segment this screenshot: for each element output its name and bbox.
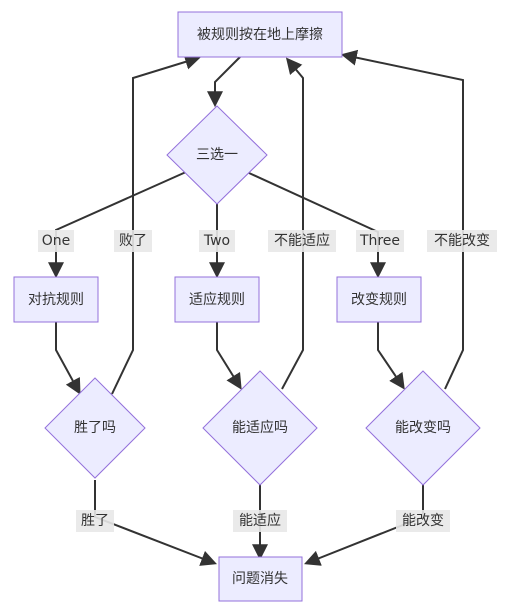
node-adapt: 适应规则 [174,276,260,323]
edge-label-can-change: 能改变 [396,510,450,532]
svg-text:能改变: 能改变 [402,513,444,529]
edge-label-can-adapt: 能适应 [233,510,287,532]
svg-text:胜了: 胜了 [81,513,109,529]
edge-label-lose: 败了 [114,230,152,252]
edge-start-to-choice [207,56,241,108]
node-change-check-label: 能改变吗 [395,420,451,436]
svg-text:Three: Three [359,233,400,249]
edge-change-to-change-check [377,322,405,390]
node-change-label: 改变规则 [351,292,407,308]
edge-choice-to-fight [48,171,187,279]
edge-labels: One 败了 Two 不能适应 Three 不能改变 胜了 能适应 [38,230,497,532]
svg-text:One: One [42,233,71,249]
edge-label-win: 胜了 [76,510,114,532]
node-fight-label: 对抗规则 [28,292,84,308]
svg-text:能适应: 能适应 [239,512,281,529]
edge-label-cannot-adapt: 不能适应 [268,230,336,252]
node-win-check-label: 胜了吗 [74,420,116,436]
svg-text:Two: Two [203,233,230,249]
node-change: 改变规则 [336,276,422,323]
node-choice: 三选一 [166,105,268,205]
node-start-label: 被规则按在地上摩擦 [197,26,323,43]
node-end-label: 问题消失 [232,571,288,587]
edge-label-cannot-change: 不能改变 [427,230,497,252]
edge-label-three: Three [356,230,404,252]
svg-text:不能改变: 不能改变 [434,233,490,249]
node-adapt-check-label: 能适应吗 [232,419,288,436]
edge-label-one: One [38,230,74,252]
edge-label-two: Two [199,230,235,252]
edge-fight-to-win-check [55,322,81,395]
node-win-check: 胜了吗 [44,377,146,479]
edge-adapt-to-adapt-check [216,322,242,390]
svg-text:败了: 败了 [119,233,147,249]
node-end: 问题消失 [218,556,303,602]
node-adapt-check: 能适应吗 [202,370,318,486]
edge-cannot-change-to-start [340,49,464,390]
node-start: 被规则按在地上摩擦 [177,11,343,58]
edge-lose-to-start [111,54,202,395]
node-adapt-label: 适应规则 [189,291,245,308]
svg-text:不能适应: 不能适应 [274,232,330,249]
node-change-check: 能改变吗 [365,370,481,486]
edge-cannot-adapt-to-start [281,57,304,390]
node-choice-label: 三选一 [196,147,238,163]
edge-choice-to-change [248,172,386,279]
node-fight: 对抗规则 [13,276,99,323]
